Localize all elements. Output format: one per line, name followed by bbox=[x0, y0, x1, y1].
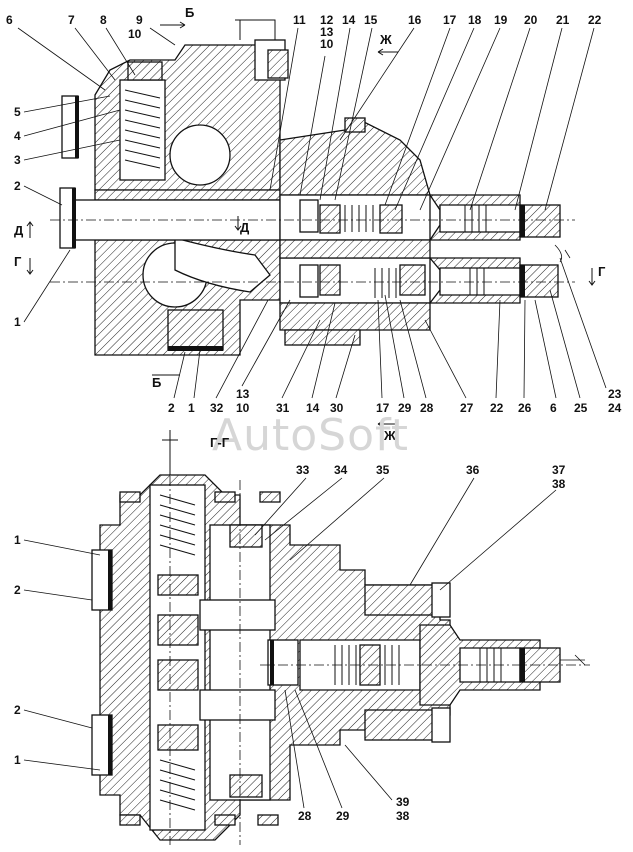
callout: 38 bbox=[396, 809, 410, 823]
callouts-top-row: 6 7 8 9 10 11 12 13 10 14 15 16 17 18 19… bbox=[6, 13, 602, 211]
callout: 26 bbox=[518, 401, 532, 415]
spring-view2-bottom bbox=[159, 759, 196, 811]
section-view-gg bbox=[91, 430, 590, 845]
section-markers-top: Б Ж Д Г Д Г Б Ж bbox=[14, 5, 606, 443]
spring-lower bbox=[374, 268, 397, 298]
spring-left bbox=[124, 89, 161, 169]
callout: 1 bbox=[14, 315, 21, 329]
callout: 8 bbox=[100, 13, 107, 27]
section-view-main bbox=[50, 19, 575, 356]
callout: 18 bbox=[468, 13, 482, 27]
callout: 4 bbox=[14, 129, 21, 143]
callout: 32 bbox=[210, 401, 224, 415]
callout: 2 bbox=[14, 179, 21, 193]
section-b-bottom: Б bbox=[152, 375, 161, 390]
callout: 14 bbox=[342, 13, 356, 27]
callout: 17 bbox=[443, 13, 457, 27]
callout: 2 bbox=[14, 703, 21, 717]
callout: 38 bbox=[552, 477, 566, 491]
callout: 2 bbox=[168, 401, 175, 415]
callouts-view2: 33 34 35 36 37 38 1 2 2 1 28 29 39 38 bbox=[14, 463, 566, 823]
callout: 6 bbox=[550, 401, 557, 415]
callout: 1 bbox=[188, 401, 195, 415]
callout: 27 bbox=[460, 401, 474, 415]
callout: 25 bbox=[574, 401, 588, 415]
callout: 13 bbox=[320, 25, 334, 39]
callout: 20 bbox=[524, 13, 538, 27]
section-b-top: Б bbox=[185, 5, 194, 20]
callout: 36 bbox=[466, 463, 480, 477]
callout: 6 bbox=[6, 13, 13, 27]
callout: 10 bbox=[128, 27, 142, 41]
section-d-left: Д bbox=[14, 223, 24, 238]
watermark: AutoSoft bbox=[212, 410, 409, 461]
callout: 10 bbox=[320, 37, 334, 51]
callout: 17 bbox=[376, 401, 390, 415]
callout: 1 bbox=[14, 533, 21, 547]
callout: 22 bbox=[490, 401, 504, 415]
callout: 9 bbox=[136, 13, 143, 27]
callouts-left-top: 5 4 3 2 1 bbox=[14, 95, 121, 329]
spring-view2-top bbox=[159, 494, 196, 556]
callout: 24 bbox=[608, 401, 622, 415]
spring-upper bbox=[344, 205, 374, 232]
section-d-inner: Д bbox=[240, 220, 250, 235]
callout: 21 bbox=[556, 13, 570, 27]
callout: 7 bbox=[68, 13, 75, 27]
callout: 22 bbox=[588, 13, 602, 27]
callout: 29 bbox=[336, 809, 350, 823]
callout: 34 bbox=[334, 463, 348, 477]
callout: 33 bbox=[296, 463, 310, 477]
callout: 2 bbox=[14, 583, 21, 597]
callout: 23 bbox=[608, 387, 622, 401]
callout: 30 bbox=[330, 401, 344, 415]
callout: 14 bbox=[306, 401, 320, 415]
callout: 31 bbox=[276, 401, 290, 415]
callout: 37 bbox=[552, 463, 566, 477]
callout: 13 bbox=[236, 387, 250, 401]
section-g-left-top: Г bbox=[14, 254, 22, 269]
callout: 35 bbox=[376, 463, 390, 477]
callout: 1 bbox=[14, 753, 21, 767]
section-g-right: Г bbox=[598, 264, 606, 279]
section-zh-top: Ж bbox=[379, 32, 392, 47]
callout: 11 bbox=[293, 13, 306, 27]
callout: 5 bbox=[14, 105, 21, 119]
callout: 16 bbox=[408, 13, 422, 27]
callout: 28 bbox=[420, 401, 434, 415]
callout: 10 bbox=[236, 401, 250, 415]
section-gg-title: Г-Г bbox=[210, 435, 230, 450]
callout: 39 bbox=[396, 795, 410, 809]
section-zh-bottom: Ж bbox=[383, 428, 396, 443]
callout: 19 bbox=[494, 13, 508, 27]
callouts-bottom-row: 2 1 32 13 10 31 14 30 17 29 28 27 22 26 … bbox=[168, 257, 622, 415]
callout: 12 bbox=[320, 13, 334, 27]
callout: 28 bbox=[298, 809, 312, 823]
callout: 29 bbox=[398, 401, 412, 415]
callout: 3 bbox=[14, 153, 21, 167]
callout: 15 bbox=[364, 13, 378, 27]
